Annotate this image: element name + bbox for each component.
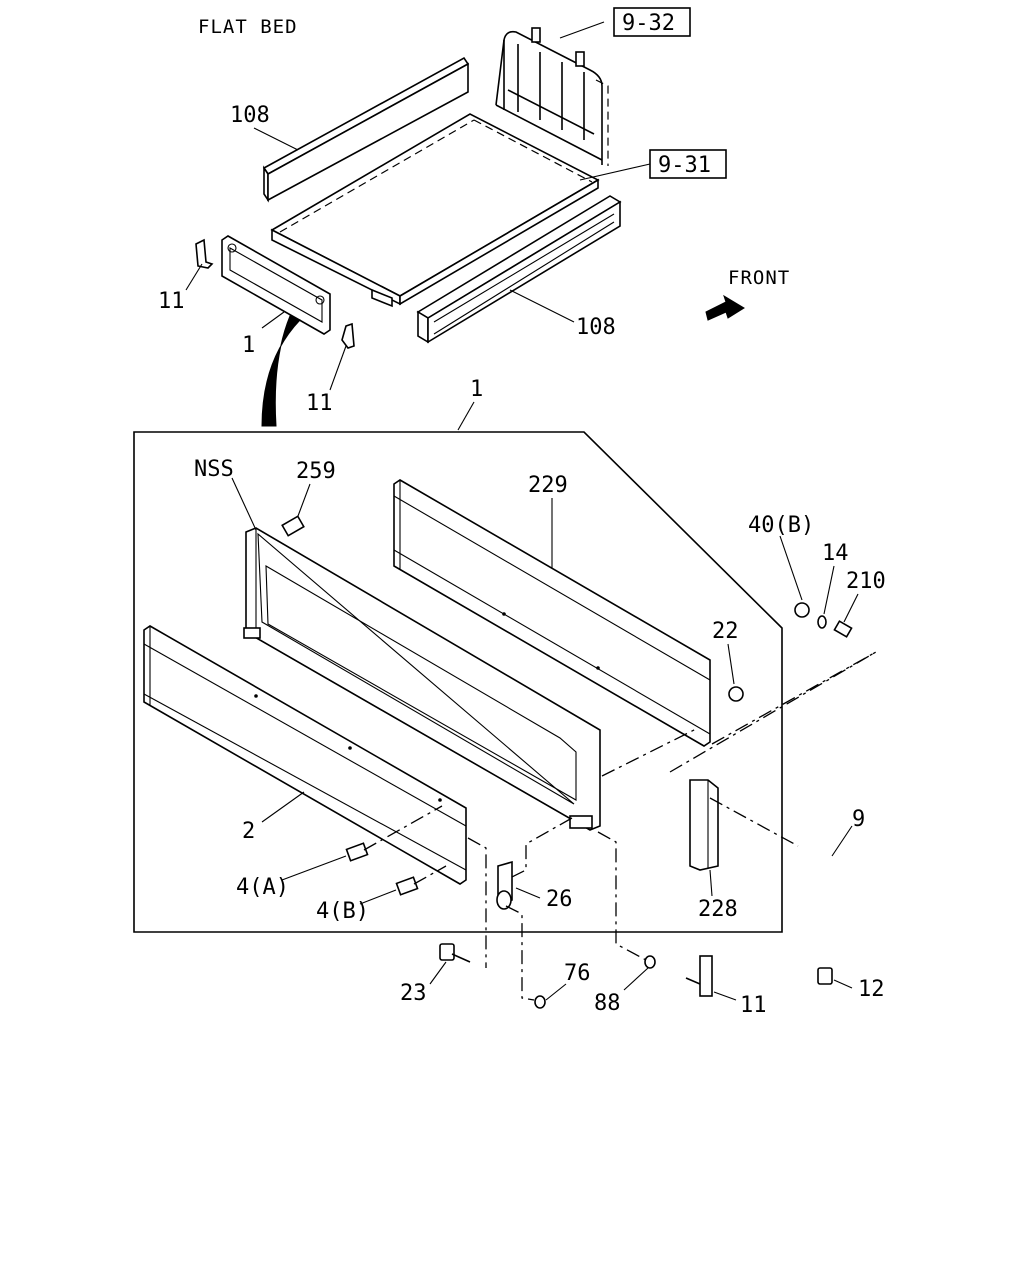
callout-108-left: 108 — [230, 103, 270, 128]
stake-228 — [689, 779, 719, 871]
front-label: FRONT — [728, 267, 790, 289]
front-arrow-icon — [705, 294, 745, 321]
callout-11-lower: 11 — [740, 993, 767, 1018]
pin-11-lower — [685, 955, 713, 997]
side-gate-108-left — [262, 56, 470, 203]
washer-88 — [644, 955, 656, 969]
callout-nss: NSS — [194, 457, 234, 482]
callout-14: 14 — [822, 541, 849, 566]
callout-9: 9 — [852, 807, 865, 832]
callout-229: 229 — [528, 473, 568, 498]
callout-40b: 40(B) — [748, 513, 814, 538]
callout-4b: 4(B) — [316, 899, 369, 924]
callout-11-right: 11 — [306, 391, 333, 416]
side-gate-108-right — [416, 195, 622, 344]
diagram-title: FLAT BED — [198, 16, 298, 38]
cap-12 — [817, 967, 833, 985]
flat-bed-platform — [270, 113, 600, 308]
callout-228: 228 — [698, 897, 738, 922]
handle-9 — [800, 846, 833, 940]
callout-76: 76 — [564, 961, 591, 986]
gate-panel-2 — [143, 625, 467, 885]
callout-22: 22 — [712, 619, 739, 644]
hinge-26 — [496, 860, 513, 910]
callout-2: 2 — [242, 819, 255, 844]
ref-9-31: 9-31 — [658, 153, 711, 178]
callout-1-upper: 1 — [242, 333, 255, 358]
callout-12: 12 — [858, 977, 885, 1002]
bolt-4a — [345, 842, 369, 862]
callout-23: 23 — [400, 981, 427, 1006]
callout-26: 26 — [546, 887, 573, 912]
callout-259: 259 — [296, 459, 336, 484]
pin-11-small-right — [341, 322, 355, 349]
detail-arrow — [261, 315, 301, 427]
callout-1-detail: 1 — [470, 377, 483, 402]
rear-gate-frame-nss — [243, 527, 601, 831]
callout-88: 88 — [594, 991, 621, 1016]
detail-box — [133, 431, 783, 933]
pin-11-small-left — [195, 238, 214, 269]
ref-box-9-31 — [649, 149, 727, 179]
pin-23 — [439, 943, 471, 963]
headboard-frame — [495, 27, 609, 166]
ref-box-9-32 — [613, 7, 691, 37]
rear-gate-small — [221, 235, 331, 335]
nut-40b — [794, 602, 810, 618]
callout-210: 210 — [846, 569, 886, 594]
ref-9-32: 9-32 — [622, 11, 675, 36]
callout-11-left: 11 — [158, 289, 185, 314]
gate-panel-229 — [393, 479, 711, 747]
washer-14 — [817, 615, 827, 629]
nut-22 — [728, 686, 744, 702]
callout-4a: 4(A) — [236, 875, 289, 900]
callout-108-right: 108 — [576, 315, 616, 340]
bolt-4b — [395, 876, 419, 896]
washer-76 — [534, 995, 546, 1009]
spring-210 — [833, 620, 853, 638]
bolt-259 — [281, 515, 305, 537]
